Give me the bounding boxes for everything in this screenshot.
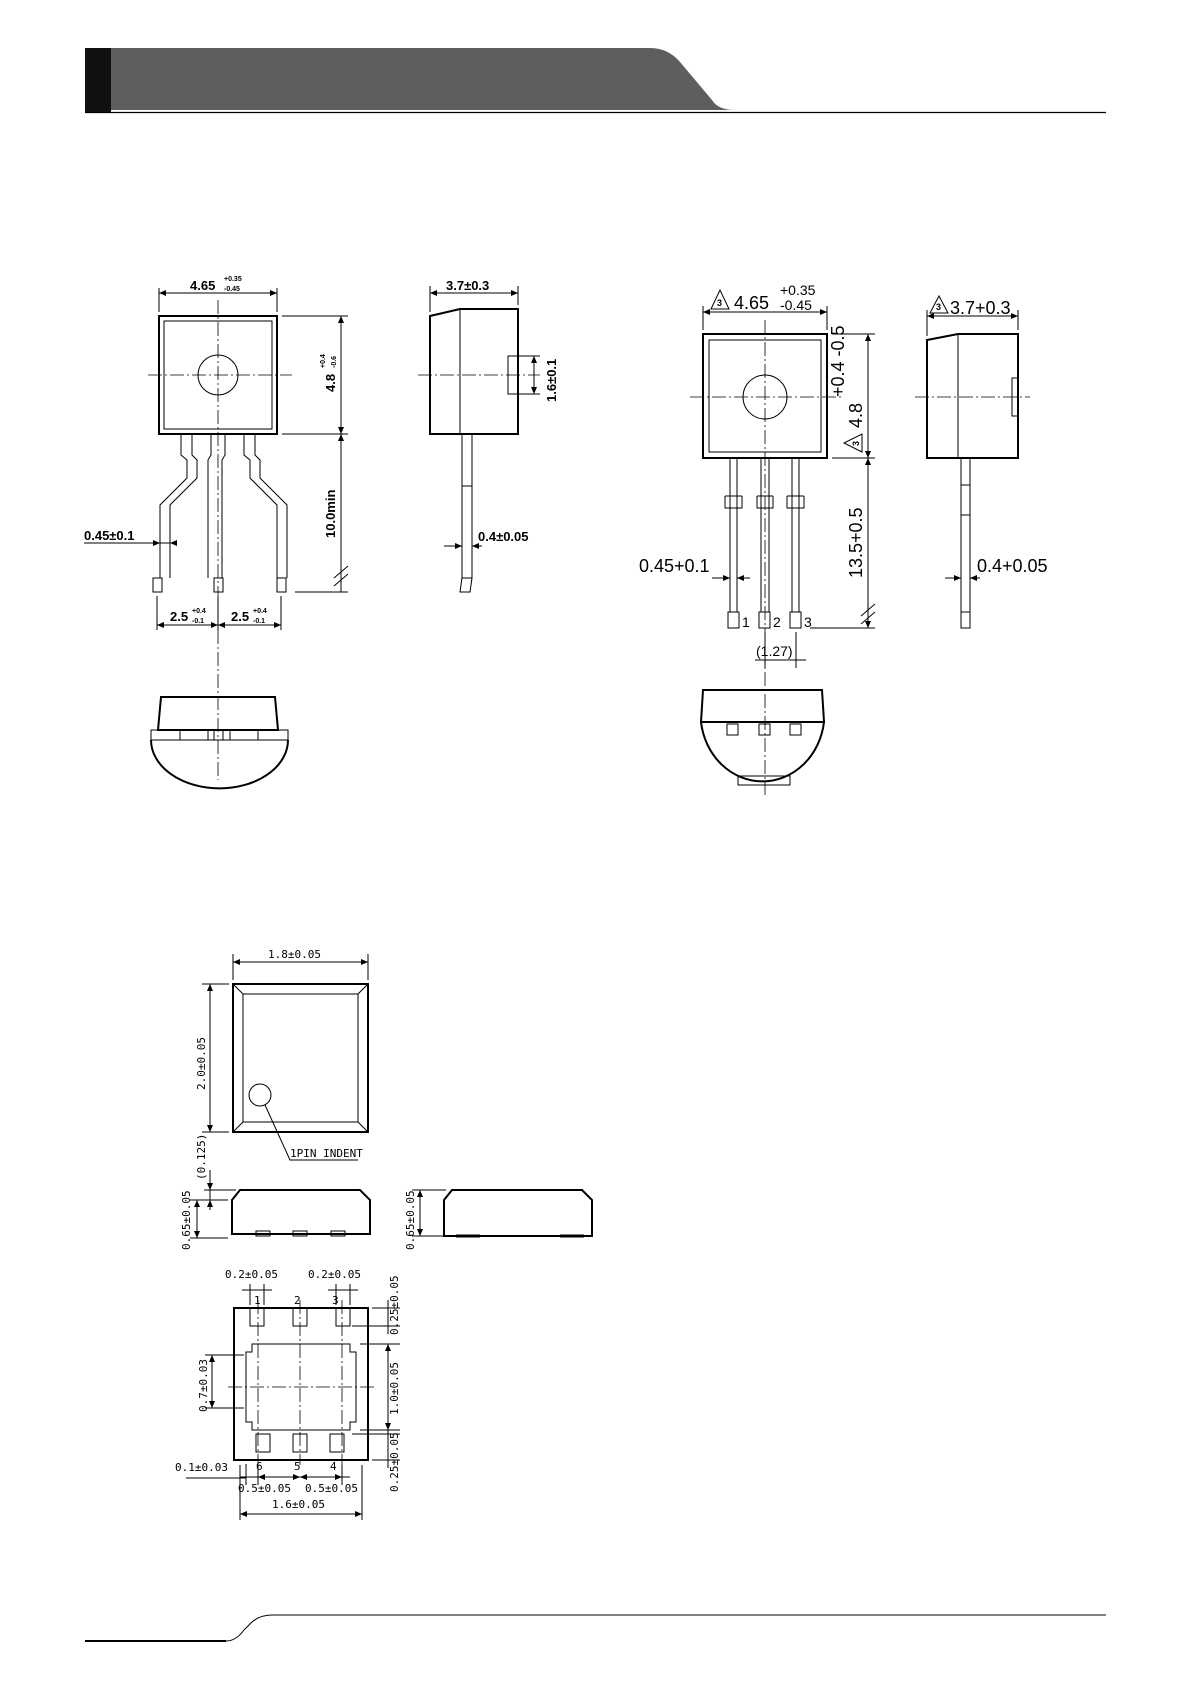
pkg3-width-label: 1.8±0.05 bbox=[268, 948, 321, 961]
pkg3-pad-width-right: 0.2±0.05 bbox=[308, 1268, 361, 1281]
pkg2-front-view: 1 2 3 3 4.65 +0.35 -0.45 3 4.8 +0.4 -0.5… bbox=[639, 282, 876, 795]
pkg3-pad-view: 1 2 3 6 5 4 0.2±0.05 0.2±0.05 0.25±0.05 … bbox=[175, 1268, 401, 1520]
pkg2-height-label: 4.8 bbox=[846, 403, 866, 428]
pkg3-pitch-a: 0.5±0.05 bbox=[238, 1482, 291, 1495]
pkg3-pitch-b: 0.5±0.05 bbox=[305, 1482, 358, 1495]
svg-text:+0.35: +0.35 bbox=[780, 282, 816, 298]
pkg3-standoff-label: (0.125) bbox=[195, 1134, 208, 1180]
pkg2-side-width-label: 3.7+0.3 bbox=[950, 298, 1011, 318]
pkg3-pad-len-bottom: 0.25±0.05 bbox=[388, 1432, 401, 1492]
svg-text:-0.1: -0.1 bbox=[253, 618, 265, 625]
svg-text:3: 3 bbox=[936, 302, 941, 312]
pkg3-top-view: 1PIN INDENT 1.8±0.05 2.0±0.05 bbox=[195, 948, 369, 1161]
pkg1-front-view: 4.65 +0.35 -0.45 4.8 +0.4 -0.6 10.0min 0… bbox=[84, 276, 349, 780]
svg-text:2: 2 bbox=[294, 1294, 301, 1307]
pkg2-bottom-view bbox=[699, 689, 826, 786]
page-header bbox=[85, 48, 1106, 114]
pkg1-side-view: 3.7±0.3 1.6±0.1 0.4±0.05 bbox=[418, 278, 559, 593]
svg-text:+0.4: +0.4 bbox=[253, 608, 267, 615]
pkg1-height-label: 4.8 bbox=[323, 374, 338, 392]
svg-text:+0.4 -0.5: +0.4 -0.5 bbox=[828, 325, 848, 397]
pkg3-side-view: 0.65±0.05 bbox=[404, 1189, 593, 1250]
pkg2-lead-width-label: 0.45+0.1 bbox=[639, 556, 710, 576]
pkg1-lead-width-label: 0.45±0.1 bbox=[84, 528, 135, 543]
pkg2-lead-length-label: 13.5+0.5 bbox=[846, 507, 866, 578]
pkg3-edge-gap-label: 0.1±0.03 bbox=[175, 1461, 228, 1474]
svg-text:+0.4: +0.4 bbox=[192, 608, 206, 615]
header-block bbox=[85, 48, 111, 113]
svg-text:2: 2 bbox=[773, 614, 781, 630]
pkg1-width-label: 4.65 bbox=[190, 278, 215, 293]
svg-text:3: 3 bbox=[851, 441, 861, 446]
svg-text:1: 1 bbox=[742, 614, 750, 630]
pin-indent-label: 1PIN INDENT bbox=[290, 1147, 363, 1160]
svg-text:1: 1 bbox=[254, 1294, 261, 1307]
pkg3-pad-width-left: 0.2±0.05 bbox=[225, 1268, 278, 1281]
pkg1-bottom-view bbox=[150, 696, 289, 790]
pkg3-center-pad-width: 0.7±0.03 bbox=[197, 1359, 210, 1412]
pin1-indent-icon bbox=[248, 1083, 272, 1107]
pkg2-width-label: 4.65 bbox=[734, 293, 769, 313]
svg-text:3: 3 bbox=[804, 614, 812, 630]
pkg1-pitch-left: 2.5 bbox=[170, 609, 188, 624]
svg-text:6: 6 bbox=[256, 1460, 263, 1473]
header-bar bbox=[85, 48, 735, 110]
svg-text:+0.4: +0.4 bbox=[320, 354, 327, 368]
svg-text:-0.1: -0.1 bbox=[192, 618, 204, 625]
pkg1-lead-thickness-label: 0.4±0.05 bbox=[478, 529, 529, 544]
pkg3-front-view: (0.125) 0.65±0.05 bbox=[180, 1134, 371, 1250]
svg-text:-0.6: -0.6 bbox=[331, 356, 338, 368]
pkg2-side-view: 3 3.7+0.3 0.4+0.05 bbox=[915, 294, 1048, 629]
svg-text:3: 3 bbox=[717, 298, 722, 308]
svg-text:-0.45: -0.45 bbox=[780, 297, 812, 313]
pkg1-pitch-right: 2.5 bbox=[231, 609, 249, 624]
pkg3-center-pad-height: 1.0±0.05 bbox=[388, 1362, 401, 1415]
svg-text:-0.45: -0.45 bbox=[224, 286, 240, 293]
pkg1-lead-length-label: 10.0min bbox=[323, 490, 338, 538]
pkg2-lead-thickness-label: 0.4+0.05 bbox=[977, 556, 1048, 576]
svg-text:+0.35: +0.35 bbox=[224, 276, 242, 283]
pkg3-thickness-label: 0.65±0.05 bbox=[180, 1190, 193, 1250]
svg-text:5: 5 bbox=[294, 1460, 301, 1473]
pkg2-pitch-label: (1.27) bbox=[756, 643, 793, 659]
pkg3-side-thickness-label: 0.65±0.05 bbox=[404, 1190, 417, 1250]
pkg3-body-length: 1.6±0.05 bbox=[272, 1498, 325, 1511]
pkg3-height-label: 2.0±0.05 bbox=[195, 1037, 208, 1090]
page-footer bbox=[85, 1614, 1106, 1642]
svg-text:3: 3 bbox=[332, 1294, 339, 1307]
pkg3-pad-len-top: 0.25±0.05 bbox=[388, 1275, 401, 1335]
svg-text:4: 4 bbox=[330, 1460, 337, 1473]
pkg1-window-label: 1.6±0.1 bbox=[544, 359, 559, 402]
pkg1-side-width-label: 3.7±0.3 bbox=[446, 278, 489, 293]
